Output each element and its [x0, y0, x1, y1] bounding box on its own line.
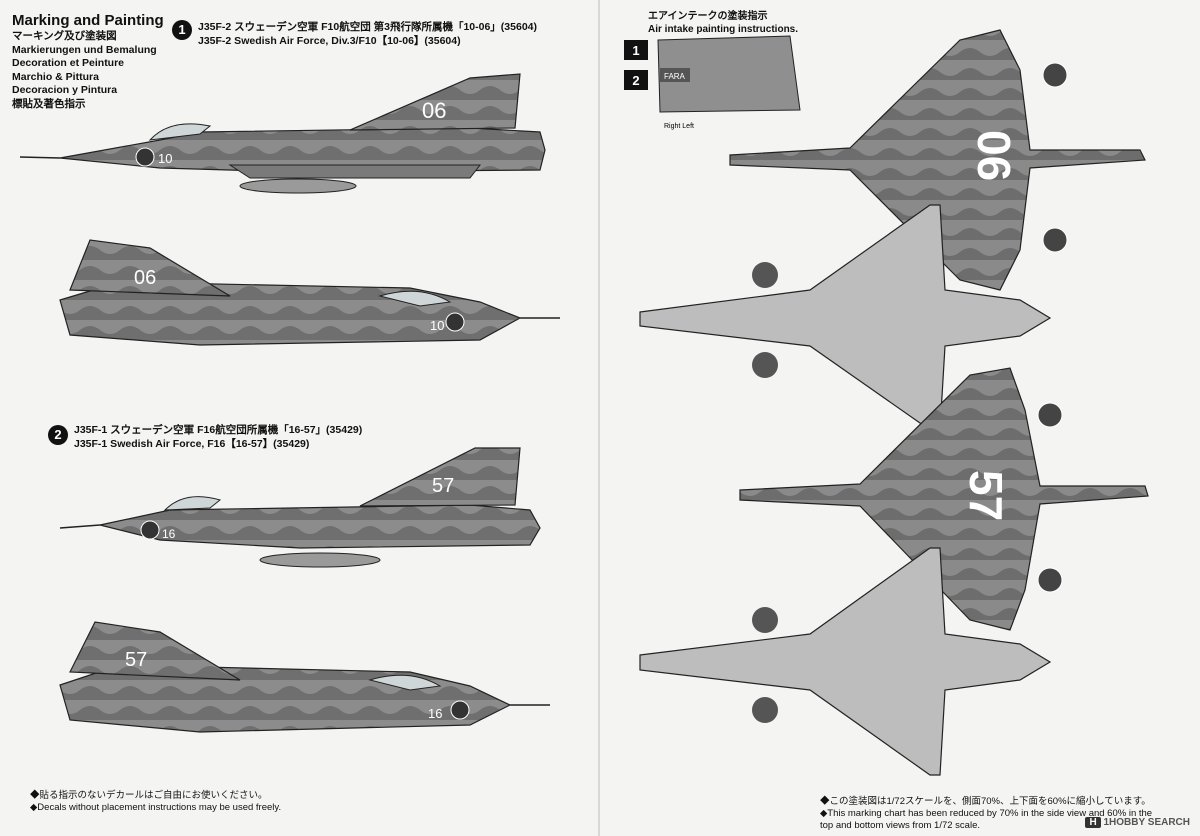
header-line-es: Decoracion y Pintura — [12, 84, 118, 96]
page-fold — [598, 0, 600, 836]
v1-nose-code: 10 — [158, 151, 172, 166]
v2-side-view-b: 57 16 — [59, 621, 550, 733]
left-page-drawings: 06 10 06 10 57 16 — [19, 73, 560, 733]
v1-bottom-view — [639, 204, 1052, 431]
version2-badge: 2 — [48, 425, 68, 445]
version2-line-en: J35F-1 Swedish Air Force, F16【16-57】(354… — [74, 438, 310, 450]
v2-side-view-a: 57 16 — [59, 447, 541, 568]
v1-fin-code: 06 — [422, 98, 446, 123]
v1-top-view: 06 — [729, 29, 1146, 291]
intake-badge-2: 2 — [632, 73, 639, 88]
intake-badge-1: 1 — [632, 43, 639, 58]
right-note-en2: top and bottom views from 1/72 scale. — [820, 820, 980, 831]
brand-text: 1HOBBY SEARCH — [1103, 817, 1191, 828]
v1-fin-code-b: 06 — [134, 267, 156, 289]
left-note-jp: ◆貼る指示のないデカールはご自由にお使いください。 — [30, 790, 268, 801]
version1-line-jp: J35F-2 スウェーデン空軍 F10航空団 第3飛行隊所属機「10-06」(3… — [198, 21, 537, 33]
right-note-en1: ◆This marking chart has been reduced by … — [820, 808, 1153, 819]
marking-header: Marking and Painting マーキング及び塗装図 Markieru… — [12, 12, 182, 111]
v1-side-view-a: 06 10 — [19, 73, 546, 194]
right-note-jp: ◆この塗装図は1/72スケールを、側面70%、上下面を60%に縮小しています。 — [820, 796, 1151, 807]
v1-top-code: 06 — [968, 130, 1020, 181]
brand-mark: H — [1085, 817, 1101, 828]
right-page-drawings: 1 2 FARA Right Left 06 57 — [624, 29, 1149, 776]
v1-side-view-b: 06 10 — [59, 239, 560, 346]
v2-top-code: 57 — [960, 470, 1012, 521]
brand-watermark: H 1HOBBY SEARCH — [1085, 817, 1190, 828]
v2-top-view: 57 — [739, 367, 1149, 631]
version2-heading: J35F-1 スウェーデン空軍 F16航空団所属機「16-57」(35429) … — [74, 423, 362, 451]
marking-title: Marking and Painting — [12, 12, 164, 29]
header-line-cn: 標貼及著色指示 — [12, 97, 86, 110]
v2-fin-code: 57 — [432, 475, 454, 497]
v2-nose-code: 16 — [162, 527, 176, 541]
version1-line-en: J35F-2 Swedish Air Force, Div.3/F10【10-0… — [198, 35, 461, 47]
intake-title-jp: エアインテークの塗装指示 — [648, 11, 768, 22]
header-line-de: Markierungen und Bemalung — [12, 43, 157, 56]
version1-heading: J35F-2 スウェーデン空軍 F10航空団 第3飛行隊所属機「10-06」(3… — [198, 20, 537, 48]
intake-panel-text: FARA — [664, 72, 686, 81]
left-note-en: ◆Decals without placement instructions m… — [30, 802, 282, 813]
v2-nose-code-b: 16 — [428, 706, 442, 721]
intake-detail: 1 2 FARA Right Left — [624, 35, 801, 130]
intake-right-left: Right Left — [664, 123, 694, 130]
version1-badge: 1 — [172, 20, 192, 40]
header-line-fr: Decoration et Peinture — [12, 57, 125, 69]
intake-title-en: Air intake painting instructions. — [648, 24, 799, 35]
v2-bottom-view — [639, 547, 1052, 776]
left-notes: ◆貼る指示のないデカールはご自由にお使いください。 ◆Decals withou… — [30, 790, 281, 814]
version2-line-jp: J35F-1 スウェーデン空軍 F16航空団所属機「16-57」(35429) — [74, 424, 363, 436]
header-line-jp: マーキング及び塗装図 — [12, 30, 117, 42]
header-line-it: Marchio & Pittura — [12, 70, 99, 83]
intake-heading: エアインテークの塗装指示 Air intake painting instruc… — [648, 10, 798, 36]
v2-fin-code-b: 57 — [125, 649, 147, 671]
v1-nose-code-b: 10 — [430, 318, 444, 333]
right-notes: ◆この塗装図は1/72スケールを、側面70%、上下面を60%に縮小しています。 … — [820, 796, 1180, 832]
